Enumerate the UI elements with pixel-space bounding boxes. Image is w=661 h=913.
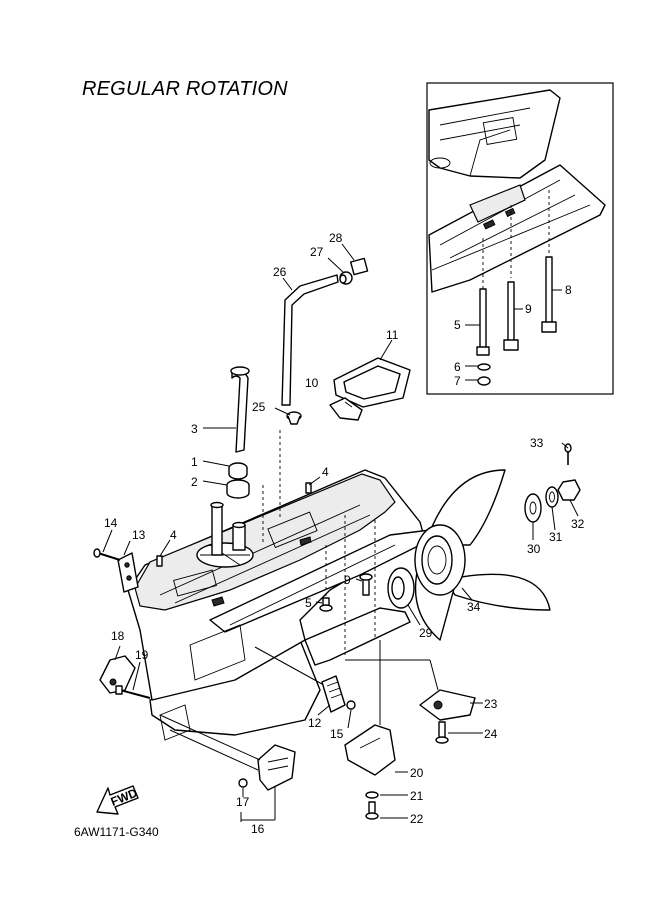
part-33-cotter-pin	[564, 443, 572, 465]
callout-18: 18	[111, 629, 125, 643]
part-16-anode	[238, 744, 296, 791]
part-1-seal	[228, 462, 248, 480]
part-28-clip	[349, 257, 369, 276]
callout-12: 12	[308, 716, 322, 730]
callout-8: 8	[565, 283, 572, 297]
diagram-title: REGULAR ROTATION	[82, 78, 288, 100]
callout-1: 1	[191, 455, 198, 469]
callout-21: 21	[410, 789, 424, 803]
part-9-bolt	[359, 573, 373, 596]
part-22-bolt	[365, 801, 379, 820]
callout-16: 16	[251, 822, 265, 836]
callout-3: 3	[191, 422, 198, 436]
callout-34: 34	[467, 600, 481, 614]
callout-28: 28	[329, 231, 343, 245]
callout-10: 10	[305, 376, 319, 390]
part-13-anode	[117, 552, 139, 593]
callout-labels: 1 2 3 4 4 5 5 6 7 8 9 9 10 11 12 13 14 1…	[104, 231, 585, 836]
callout-29: 29	[419, 626, 433, 640]
part-10-plate	[329, 397, 363, 421]
part-23-plate	[419, 689, 476, 721]
callout-9: 9	[344, 573, 351, 587]
callout-13: 13	[132, 528, 146, 542]
part-2-grommet	[226, 479, 250, 499]
part-25-grommet	[286, 411, 302, 425]
callout-9: 9	[525, 302, 532, 316]
part-31-washer	[545, 486, 559, 508]
part-32-nut	[557, 479, 581, 501]
callout-23: 23	[484, 697, 498, 711]
callout-31: 31	[549, 530, 563, 544]
part-12-anode	[321, 675, 346, 713]
callout-2: 2	[191, 475, 198, 489]
part-21-washer	[365, 791, 379, 799]
part-15-nut	[346, 700, 356, 710]
part-4-pin	[156, 482, 312, 567]
callout-22: 22	[410, 812, 424, 826]
callout-32: 32	[571, 517, 585, 531]
callout-11: 11	[386, 328, 399, 342]
callout-17: 17	[236, 795, 250, 809]
part-5-bolt	[319, 545, 333, 612]
callout-14: 14	[104, 516, 118, 530]
callout-19: 19	[135, 648, 149, 662]
part-11-gasket	[333, 357, 411, 408]
callout-5: 5	[454, 318, 461, 332]
callout-24: 24	[484, 727, 498, 741]
part-19-bolt	[115, 685, 151, 699]
part-26-tube	[281, 274, 339, 406]
part-3-water-tube	[230, 366, 250, 453]
callout-27: 27	[310, 245, 324, 259]
part-30-washer	[524, 493, 542, 523]
callout-5: 5	[305, 596, 312, 610]
part-20-skeg-cover	[344, 724, 396, 776]
callout-15: 15	[330, 727, 344, 741]
part-34-propeller	[414, 469, 551, 641]
part-29-spacer	[387, 567, 415, 609]
callout-20: 20	[410, 766, 424, 780]
lower-casing	[127, 430, 431, 741]
callout-25: 25	[252, 400, 266, 414]
callout-7: 7	[454, 374, 461, 388]
callout-4: 4	[322, 465, 329, 479]
leader-lines	[102, 243, 579, 822]
callout-30: 30	[527, 542, 541, 556]
part-18-trim-tab	[99, 655, 136, 694]
part-14-screw	[93, 548, 121, 561]
callout-4: 4	[170, 528, 177, 542]
diagram-code: 6AW1171-G340	[74, 825, 159, 839]
part-24-bolt	[435, 721, 449, 744]
inset-detail	[426, 82, 614, 395]
callout-26: 26	[273, 265, 287, 279]
fwd-label: FWD	[109, 786, 140, 809]
fwd-arrow: FWD	[96, 785, 140, 815]
callout-6: 6	[454, 360, 461, 374]
part-27-collar	[339, 271, 353, 285]
callout-33: 33	[530, 436, 544, 450]
